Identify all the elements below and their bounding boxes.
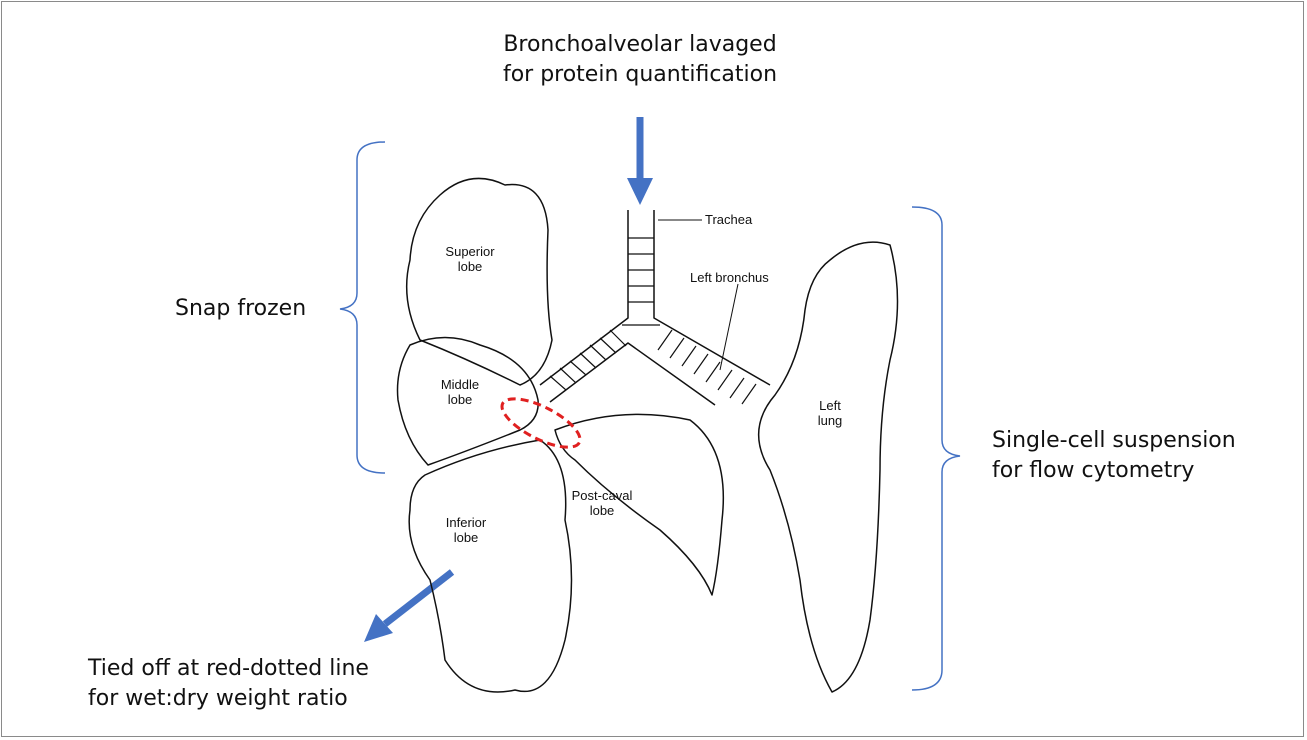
left-bracket xyxy=(340,142,385,473)
label-trachea: Trachea xyxy=(705,212,752,227)
arrow-down-left-icon xyxy=(364,572,452,642)
inferior-lobe-outline xyxy=(409,440,571,692)
label-left-bronchus: Left bronchus xyxy=(690,270,769,285)
caption-left: Snap frozen xyxy=(175,294,306,324)
left-lung-outline xyxy=(759,242,898,692)
trachea-outline xyxy=(540,210,770,405)
superior-lobe-outline xyxy=(407,178,552,385)
right-bracket xyxy=(912,207,960,690)
arrow-down-icon xyxy=(627,117,653,205)
